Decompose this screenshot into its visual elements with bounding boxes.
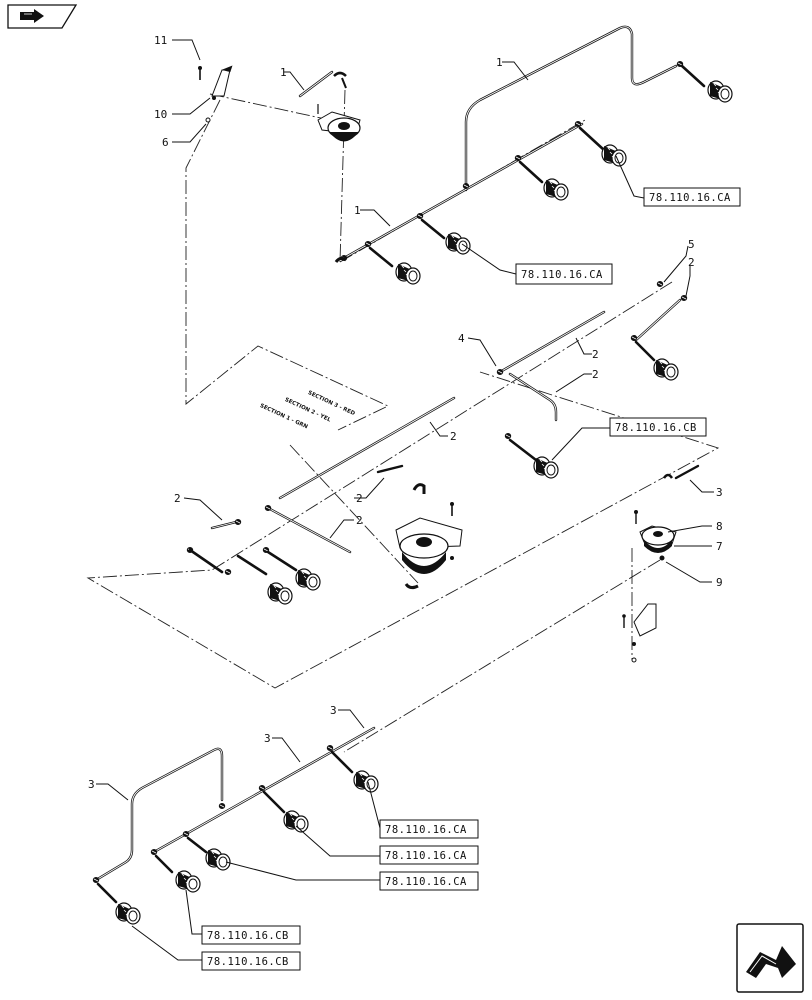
callout-10: 10 [154, 108, 167, 121]
callout-3-a: 3 [716, 486, 723, 499]
callout-3-b: 3 [330, 704, 337, 717]
ref-link-8: 78.110.16.CB [207, 956, 289, 968]
callout-3-d: 3 [88, 778, 95, 791]
leader-lines [96, 39, 714, 961]
ref-box-7[interactable]: 78.110.16.CB [201, 925, 301, 945]
right-bracket [622, 603, 657, 663]
ref-box-6[interactable]: 78.110.16.CA [379, 871, 479, 891]
callout-1-b: 1 [496, 56, 503, 69]
center-damper-mount [395, 502, 463, 574]
ref-link-1: 78.110.16.CA [649, 192, 731, 204]
ref-box-1[interactable]: 78.110.16.CA [643, 187, 741, 207]
callout-2-g: 2 [356, 514, 363, 527]
upper-damper-mount [298, 70, 361, 142]
callout-2-a: 2 [688, 256, 695, 269]
upper-bracket [198, 65, 233, 123]
ref-link-5: 78.110.16.CA [385, 850, 467, 862]
callout-1-c: 1 [354, 204, 361, 217]
callout-8: 8 [716, 520, 723, 533]
callout-9: 9 [716, 576, 723, 589]
ref-box-8[interactable]: 78.110.16.CB [201, 951, 301, 971]
middle-pipe-assembly [186, 280, 688, 605]
ref-box-3[interactable]: 78.110.16.CB [609, 417, 707, 437]
upper-pipe-assembly [334, 25, 733, 285]
callout-11: 11 [154, 34, 167, 47]
ref-link-2: 78.110.16.CA [521, 269, 603, 281]
callout-2-e: 2 [174, 492, 181, 505]
callout-4: 4 [458, 332, 465, 345]
callout-7: 7 [716, 540, 723, 553]
ref-box-5[interactable]: 78.110.16.CA [379, 845, 479, 865]
right-damper-mount [634, 464, 700, 561]
page-arrow-icon[interactable] [7, 4, 78, 29]
ref-link-4: 78.110.16.CA [385, 824, 467, 836]
callout-2-d: 2 [450, 430, 457, 443]
ref-box-4[interactable]: 78.110.16.CA [379, 819, 479, 839]
callout-6: 6 [162, 136, 169, 149]
callout-5: 5 [688, 238, 695, 251]
callout-2-f: 2 [356, 492, 363, 505]
callout-1-a: 1 [280, 66, 287, 79]
ref-box-2[interactable]: 78.110.16.CA [515, 263, 613, 285]
ref-link-6: 78.110.16.CA [385, 876, 467, 888]
ref-link-3: 78.110.16.CB [615, 422, 697, 434]
callout-3-c: 3 [264, 732, 271, 745]
callout-2-b: 2 [592, 348, 599, 361]
lower-pipe-assembly [92, 726, 379, 925]
callout-numbers: 11 10 6 1 1 1 5 2 4 2 2 2 2 2 2 3 8 7 9 … [88, 34, 723, 791]
callout-2-c: 2 [592, 368, 599, 381]
next-page-arrow-icon[interactable] [736, 923, 804, 993]
ref-link-7: 78.110.16.CB [207, 930, 289, 942]
